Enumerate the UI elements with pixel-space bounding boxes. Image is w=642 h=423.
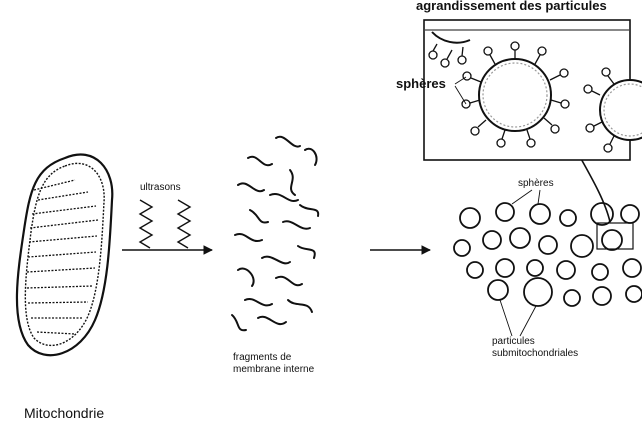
particules-label-line1: particules (492, 336, 535, 347)
spheres-label-bold: sphères (396, 76, 446, 91)
ultrasons-label: ultrasons (140, 182, 181, 193)
submitochondrial-particles (453, 202, 642, 307)
cristae (26, 179, 99, 335)
enlarged-vesicles (431, 31, 642, 141)
zoom-title: agrandissement des particules (416, 0, 607, 13)
fragments-label-line2: membrane interne (233, 364, 315, 375)
atp-synthase-spheres (428, 41, 615, 153)
label-pointers (499, 189, 541, 337)
zoom-selection-box (596, 222, 634, 250)
particules-label-line2: submitochondriales (492, 348, 579, 359)
spheres-label-small: sphères (518, 178, 554, 189)
fragments-label-line1: fragments de (233, 352, 292, 363)
mitochondrion-label: Mitochondrie (24, 405, 105, 421)
mitochondrion (15, 153, 114, 357)
ultrasound-waves (138, 199, 192, 249)
membrane-fragments (231, 135, 320, 332)
spheres-pointers (454, 76, 467, 105)
